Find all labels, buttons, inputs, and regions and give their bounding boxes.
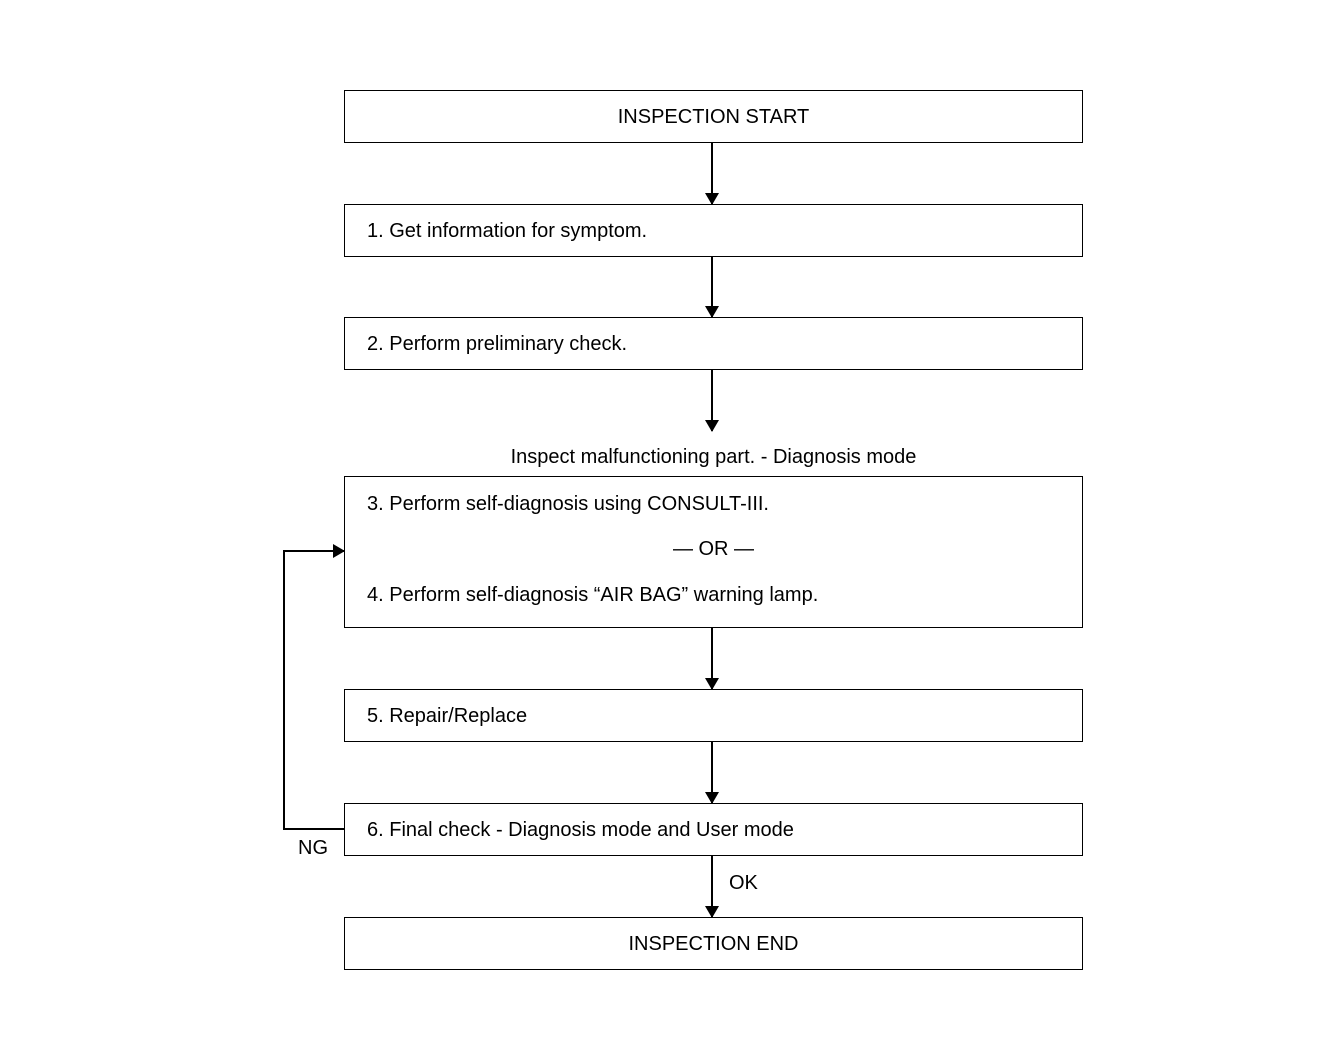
step-3-label: 3. Perform self-diagnosis using CONSULT-… <box>367 493 769 515</box>
step-5-box: 5. Repair/Replace <box>344 689 1083 742</box>
ng-loop-arrow <box>283 544 345 830</box>
step-2-box: 2. Perform preliminary check. <box>344 317 1083 370</box>
step-4-label: 4. Perform self-diagnosis “AIR BAG” warn… <box>367 584 819 606</box>
diagnosis-heading: Inspect malfunctioning part. - Diagnosis… <box>510 446 917 468</box>
end-box: INSPECTION END <box>344 917 1083 970</box>
start-box: INSPECTION START <box>344 90 1083 143</box>
step-5-label: 5. Repair/Replace <box>367 705 528 727</box>
or-separator: — OR — <box>672 538 755 560</box>
ok-label: OK <box>729 872 758 894</box>
start-label: INSPECTION START <box>617 106 810 128</box>
step-2-label: 2. Perform preliminary check. <box>367 333 628 355</box>
ng-label: NG <box>298 837 328 859</box>
diagnosis-box: 3. Perform self-diagnosis using CONSULT-… <box>344 476 1083 628</box>
step-6-label: 6. Final check - Diagnosis mode and User… <box>367 819 794 841</box>
step-6-box: 6. Final check - Diagnosis mode and User… <box>344 803 1083 856</box>
step-1-box: 1. Get information for symptom. <box>344 204 1083 257</box>
end-label: INSPECTION END <box>628 933 799 955</box>
step-1-label: 1. Get information for symptom. <box>367 220 648 242</box>
